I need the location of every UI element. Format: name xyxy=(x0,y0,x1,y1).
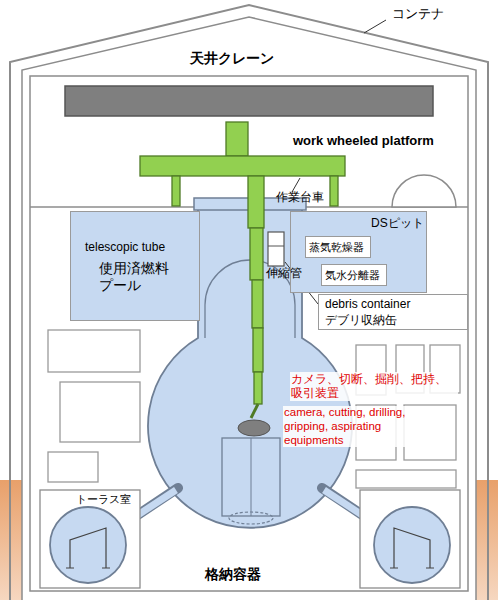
shield-dome xyxy=(392,175,456,207)
torus-room xyxy=(360,490,460,588)
pedestal xyxy=(251,438,252,516)
tube-label-ja: 伸縮管 xyxy=(266,266,302,280)
torus-support xyxy=(66,528,434,568)
pedestal-opening xyxy=(229,512,273,524)
node-text: 気水分離器 xyxy=(325,269,387,282)
node-text: debris container xyxy=(325,297,465,311)
ds-pit-box: DSピット蒸気乾燥器気水分離器 xyxy=(290,211,427,293)
equipment-label-en: camera, cutting, drilling, gripping, asp… xyxy=(283,406,435,447)
ceiling-crane xyxy=(65,86,433,116)
dryer-box: 蒸気乾燥器 xyxy=(305,236,371,258)
fuel-debris xyxy=(238,420,270,436)
node-text: DSピット xyxy=(371,216,431,230)
suppression-chamber xyxy=(50,507,126,583)
equipment-label-ja: カメラ、切断、掘削、把持、 吸引装置 xyxy=(290,372,458,401)
crane-label: 天井クレーン xyxy=(190,50,274,67)
suppression-chamber xyxy=(374,507,450,583)
vent-pipe xyxy=(118,490,382,528)
end-effector xyxy=(251,404,258,418)
debris-can xyxy=(268,232,284,266)
container-outline xyxy=(10,5,488,600)
separator-box: 気水分離器 xyxy=(321,264,387,286)
node-text: デブリ収納缶 xyxy=(325,313,465,327)
leader-line xyxy=(364,20,386,33)
leader-line xyxy=(292,178,300,192)
node-text: トーラス室 xyxy=(76,493,138,506)
building-wall xyxy=(30,76,468,591)
node-text: 蒸気乾燥器 xyxy=(309,241,371,254)
telescopic-tube xyxy=(248,176,264,404)
debris-can xyxy=(268,246,284,247)
building-roof xyxy=(22,17,476,600)
debris-container-box: debris container デブリ収納缶 xyxy=(318,294,468,330)
container-label: コンテナ xyxy=(392,6,444,22)
vent-pipe xyxy=(118,488,382,528)
platform-label: work wheeled platform xyxy=(293,133,434,149)
torus-room xyxy=(40,490,140,588)
pedestal xyxy=(222,438,280,516)
node-text: 使用済燃料プール xyxy=(99,260,179,294)
pool-box: 使用済燃料プール xyxy=(70,211,200,321)
containment-label: 格納容器 xyxy=(205,566,261,583)
tube-label: telescopic tube xyxy=(84,240,166,254)
platform-label-ja: 作業台車 xyxy=(276,190,324,204)
torus-room-box: トーラス室 xyxy=(40,490,140,588)
